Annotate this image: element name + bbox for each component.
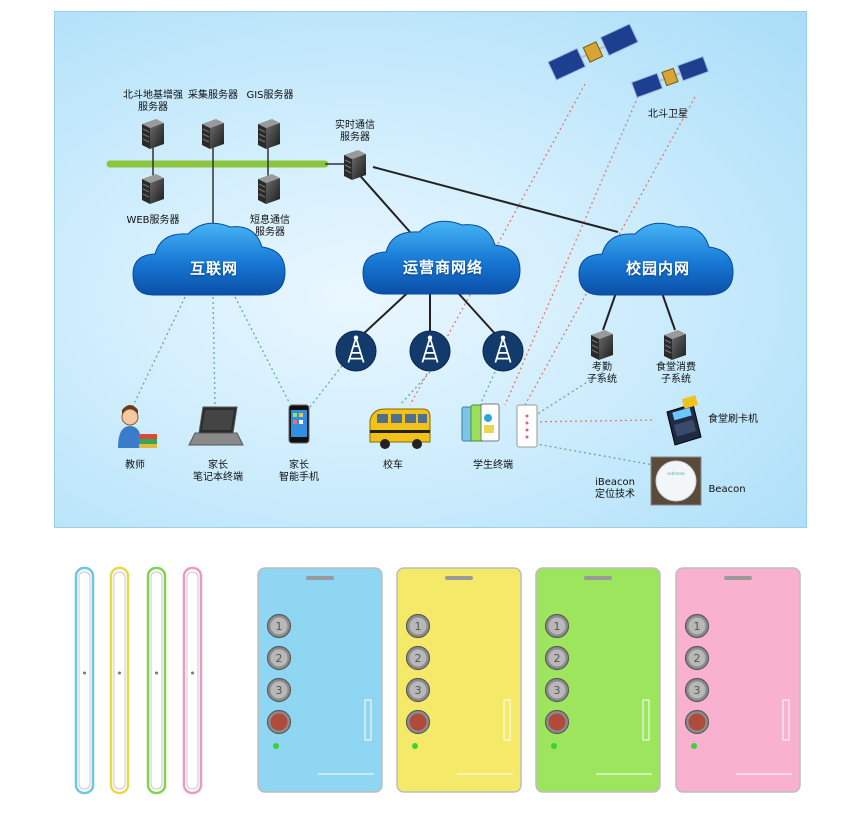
laptop-icon <box>188 406 244 446</box>
status-led <box>551 743 557 749</box>
key-number-label: 3 <box>554 684 561 697</box>
carrier-cloud <box>362 220 521 295</box>
web-server-label: WEB服务器 <box>126 215 180 226</box>
device-product-row: 1 2 3 1 2 3 1 2 3 1 2 3 <box>0 560 860 800</box>
web-server-icon <box>142 174 164 204</box>
key-number-label: 3 <box>694 684 701 697</box>
key-number-label: 2 <box>415 652 422 665</box>
smartphone-icon <box>288 404 310 444</box>
collect-server-icon <box>202 119 224 149</box>
key-inner <box>548 649 566 667</box>
school-bus-icon <box>369 408 431 449</box>
key-inner <box>409 649 427 667</box>
tower-icon <box>335 330 377 372</box>
phone-label: 家长智能手机 <box>279 460 319 483</box>
key-inner <box>270 617 288 635</box>
key-number-label: 1 <box>554 620 561 633</box>
key-inner <box>688 617 706 635</box>
attendance-subsystem-label: 考勤子系统 <box>587 362 617 385</box>
key-number-label: 2 <box>694 652 701 665</box>
beacon-label: Beacon <box>708 484 746 495</box>
laptop-label: 家长笔记本终端 <box>193 460 243 483</box>
diagram-canvas: estimote <box>106 23 734 506</box>
beacon-gateway-icon <box>516 404 538 448</box>
collect-server-label: 采集服务器 <box>188 90 238 101</box>
gis-server-icon <box>258 119 280 149</box>
device-speaker-slot <box>445 576 473 580</box>
key-inner <box>409 713 427 731</box>
key-number-label: 1 <box>415 620 422 633</box>
device-logo-mark <box>503 699 511 741</box>
key-inner <box>409 617 427 635</box>
teacher-label: 教师 <box>125 460 145 471</box>
device-side-view <box>146 566 167 795</box>
beidou-server-icon <box>142 119 164 149</box>
network-diagram: estimote 北斗地基增强服务器 采集服务器 GIS服务器 WEB服务器 短… <box>54 11 807 528</box>
realtime-server-label: 实时通信服务器 <box>335 120 375 143</box>
tower-icon <box>409 330 451 372</box>
status-led <box>412 743 418 749</box>
card-machine-label: 食堂刷卡机 <box>708 414 758 425</box>
beidou-server-label: 北斗地基增强服务器 <box>123 90 183 113</box>
key-number-label: 1 <box>276 620 283 633</box>
student-terminal-label: 学生终端 <box>473 460 513 471</box>
teacher-icon <box>118 405 157 448</box>
key-inner <box>688 713 706 731</box>
device-speaker-slot <box>584 576 612 580</box>
sms-server-label: 短息通信服务器 <box>250 215 290 238</box>
key-inner <box>548 713 566 731</box>
key-inner <box>409 681 427 699</box>
key-number-label: 2 <box>276 652 283 665</box>
key-inner <box>688 649 706 667</box>
key-inner <box>270 681 288 699</box>
status-led <box>691 743 697 749</box>
key-number-label: 3 <box>415 684 422 697</box>
campus-cloud-label: 校园内网 <box>625 259 691 278</box>
gis-server-label: GIS服务器 <box>246 90 294 101</box>
canteen-server-icon <box>664 330 686 360</box>
campus-cloud <box>578 222 734 296</box>
status-led <box>273 743 279 749</box>
device-logo-mark <box>782 699 790 741</box>
canteen-subsystem-label: 食堂消费子系统 <box>656 362 696 385</box>
beacon-photo: estimote <box>650 456 702 506</box>
device-canvas: 1 2 3 1 2 3 1 2 3 1 2 3 <box>74 566 801 795</box>
internet-cloud-label: 互联网 <box>189 259 239 278</box>
device-side-view <box>74 566 95 795</box>
attendance-server-icon <box>591 330 613 360</box>
key-number-label: 3 <box>276 684 283 697</box>
student-terminal-icon <box>461 403 500 442</box>
tower-icon <box>482 330 524 372</box>
device-speaker-slot <box>306 576 334 580</box>
key-inner <box>688 681 706 699</box>
card-machine-icon <box>666 395 702 446</box>
key-inner <box>548 681 566 699</box>
satellite-label: 北斗卫星 <box>648 109 688 120</box>
device-logo-mark <box>364 699 372 741</box>
sms-server-icon <box>258 174 280 204</box>
key-inner <box>270 713 288 731</box>
bus-label: 校车 <box>383 460 403 471</box>
key-number-label: 1 <box>694 620 701 633</box>
device-speaker-slot <box>724 576 752 580</box>
internet-cloud <box>132 222 286 296</box>
realtime-server-icon <box>344 150 366 180</box>
device-side-view <box>182 566 203 795</box>
carrier-cloud-label: 运营商网络 <box>402 258 484 277</box>
key-inner <box>270 649 288 667</box>
device-logo-mark <box>642 699 650 741</box>
svg-text:estimote: estimote <box>667 471 685 476</box>
satellite-icon <box>630 55 710 99</box>
device-side-view <box>109 566 130 795</box>
key-number-label: 2 <box>554 652 561 665</box>
key-inner <box>548 617 566 635</box>
satellite-icon <box>547 23 639 81</box>
